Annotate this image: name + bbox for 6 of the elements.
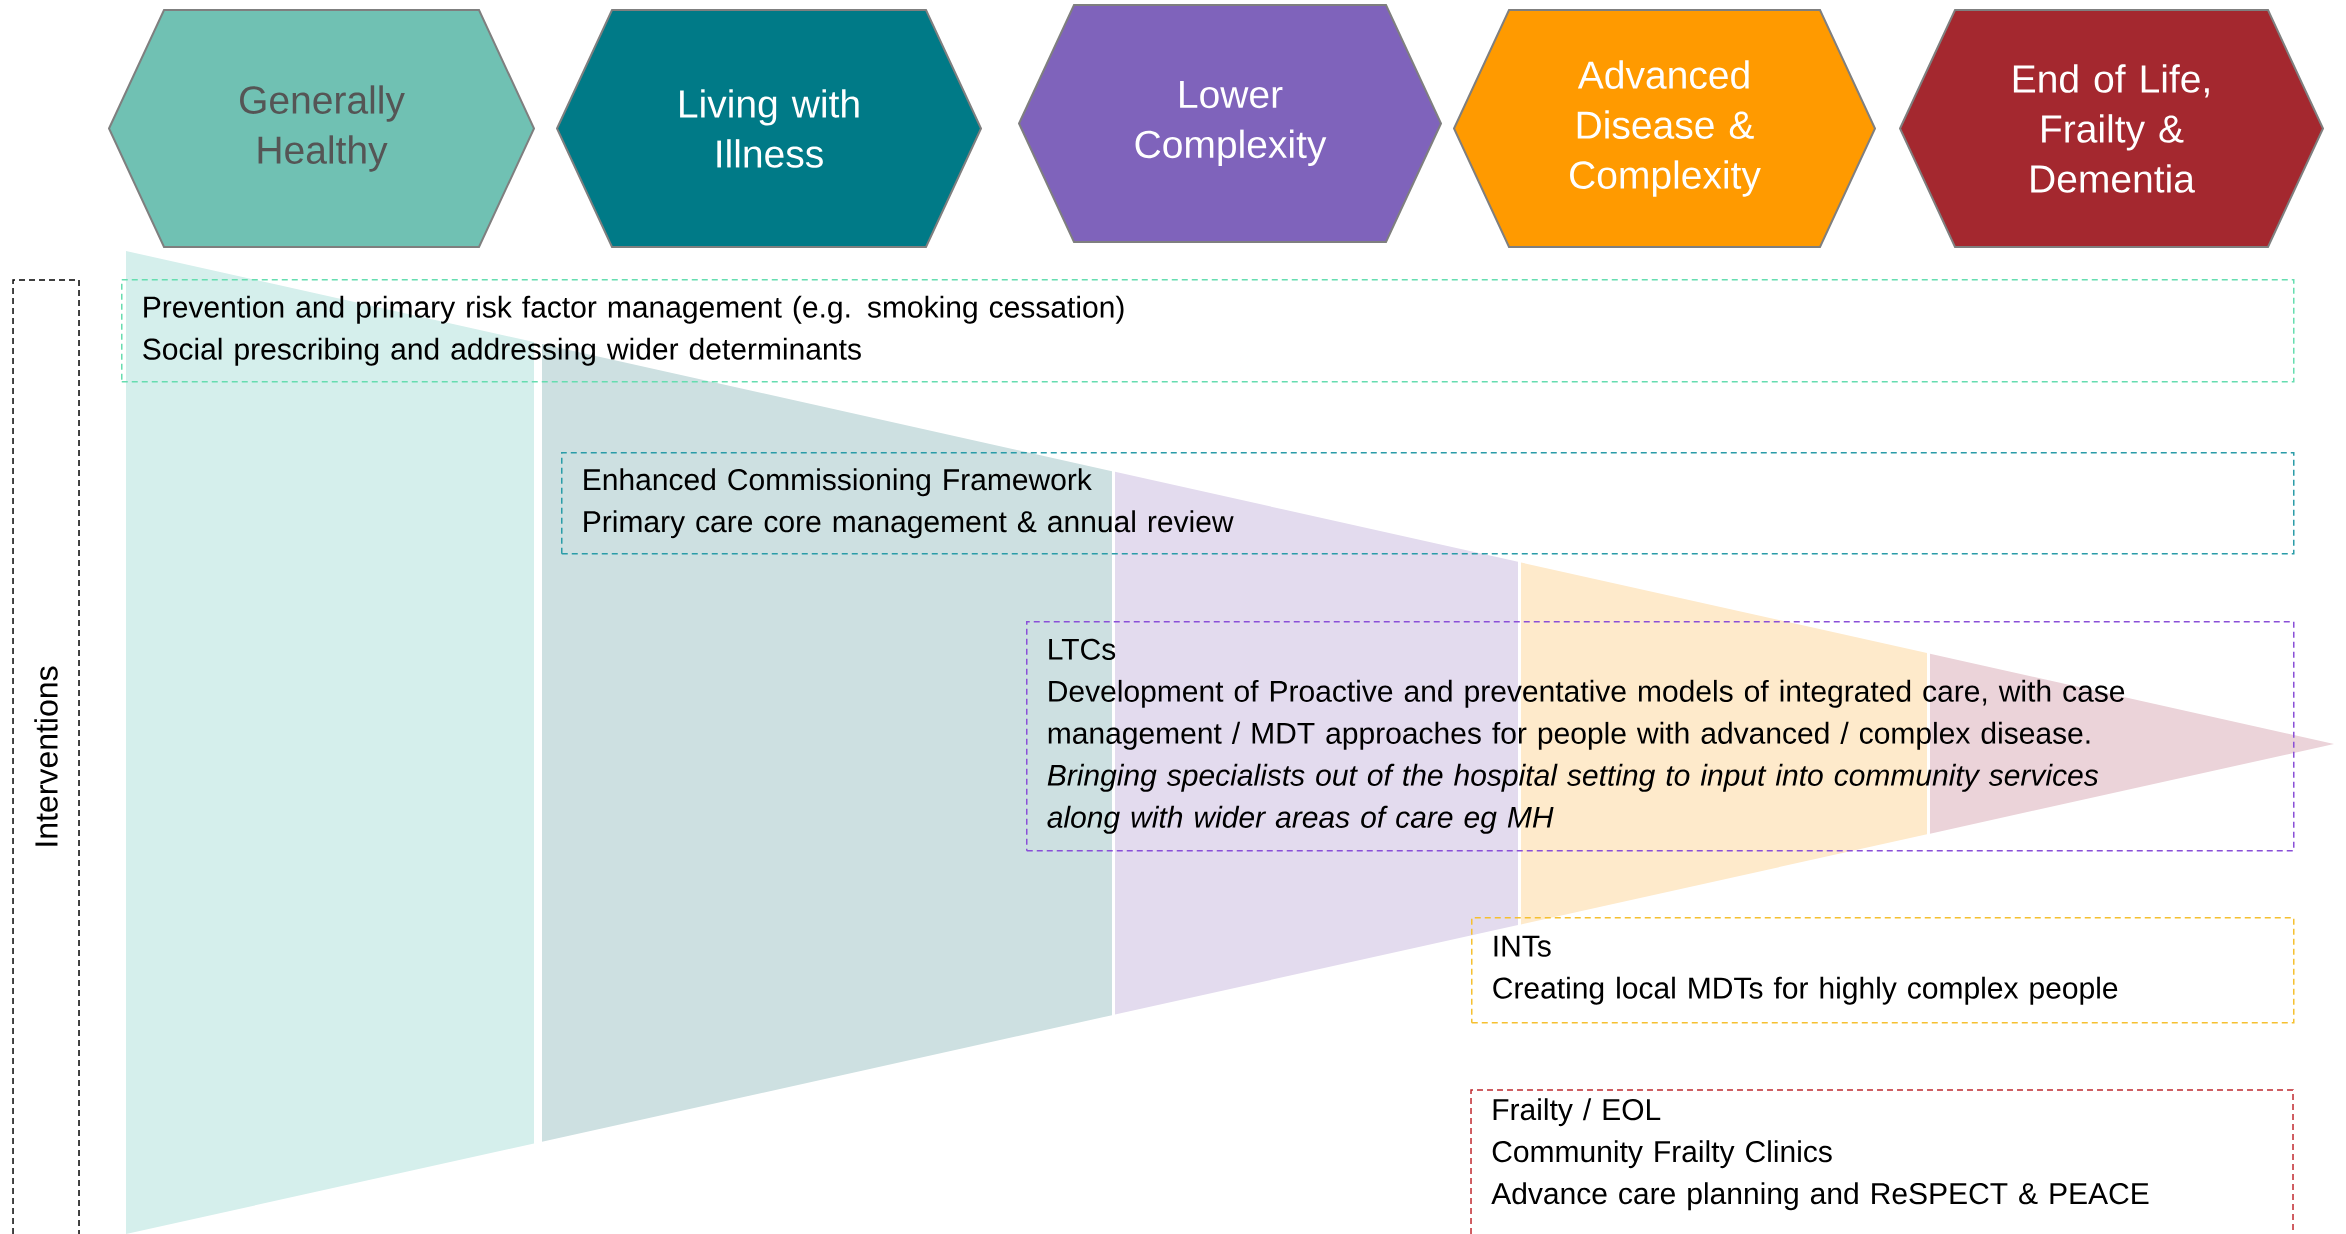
intervention-box: Prevention and primary risk factor management (e.g. smoking cessation) Social prescribing and addressing wider determinants bbox=[121, 279, 2295, 383]
interventions-box: Interventions bbox=[12, 279, 80, 1234]
intervention-box: LTCs Development of Proactive and preventative models of integrated care, with case management / MDT approaches for people with advanced / complex disease. Bringing specialists out of the hospital setting to input into community services along with wider areas of care eg MH bbox=[1026, 621, 2295, 852]
intervention-box: Enhanced Commissioning Framework Primary care core management & annual review bbox=[561, 452, 2295, 555]
intervention-box: Frailty / EOL Community Frailty Clinics Advance care planning and ReSPECT & PEACE bbox=[1470, 1089, 2294, 1234]
intervention-box: INTs Creating local MDTs for highly complex people bbox=[1471, 917, 2295, 1024]
